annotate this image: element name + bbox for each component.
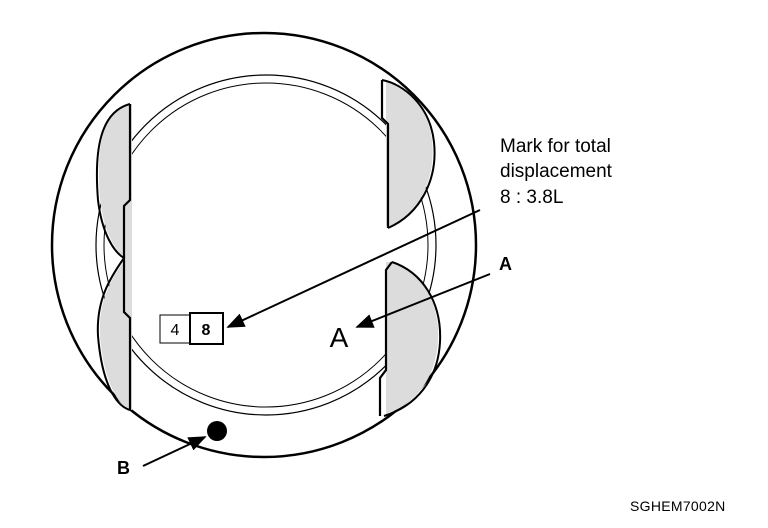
callout-a: A bbox=[499, 254, 512, 274]
piston-crown-outline bbox=[50, 31, 478, 459]
piston-front-mark: A bbox=[330, 322, 349, 353]
identification-dot bbox=[207, 421, 227, 441]
annotation-line-3: 8 : 3.8L bbox=[500, 187, 563, 208]
stamp-box-right bbox=[189, 312, 224, 345]
arrow-to-a-mark bbox=[355, 273, 491, 328]
right-valve-recess-upper bbox=[380, 79, 436, 229]
stamp-digit-right: 8 bbox=[202, 322, 211, 339]
callout-b: B bbox=[117, 458, 130, 478]
figure-code: SGHEM7002N bbox=[630, 498, 726, 514]
left-valve-recess bbox=[95, 103, 132, 411]
arrow-to-b-dot bbox=[142, 436, 207, 467]
stamp-box-left bbox=[159, 314, 191, 344]
annotation-line-2: displacement bbox=[500, 161, 613, 182]
bowl-ring-inner bbox=[103, 82, 429, 408]
stamp-digit-left: 4 bbox=[171, 322, 180, 339]
displacement-stamp: 4 8 bbox=[159, 312, 224, 345]
arrow-to-stamp bbox=[226, 209, 481, 328]
bowl-ring-outer bbox=[95, 74, 437, 416]
annotation-line-1: Mark for total bbox=[500, 136, 611, 157]
